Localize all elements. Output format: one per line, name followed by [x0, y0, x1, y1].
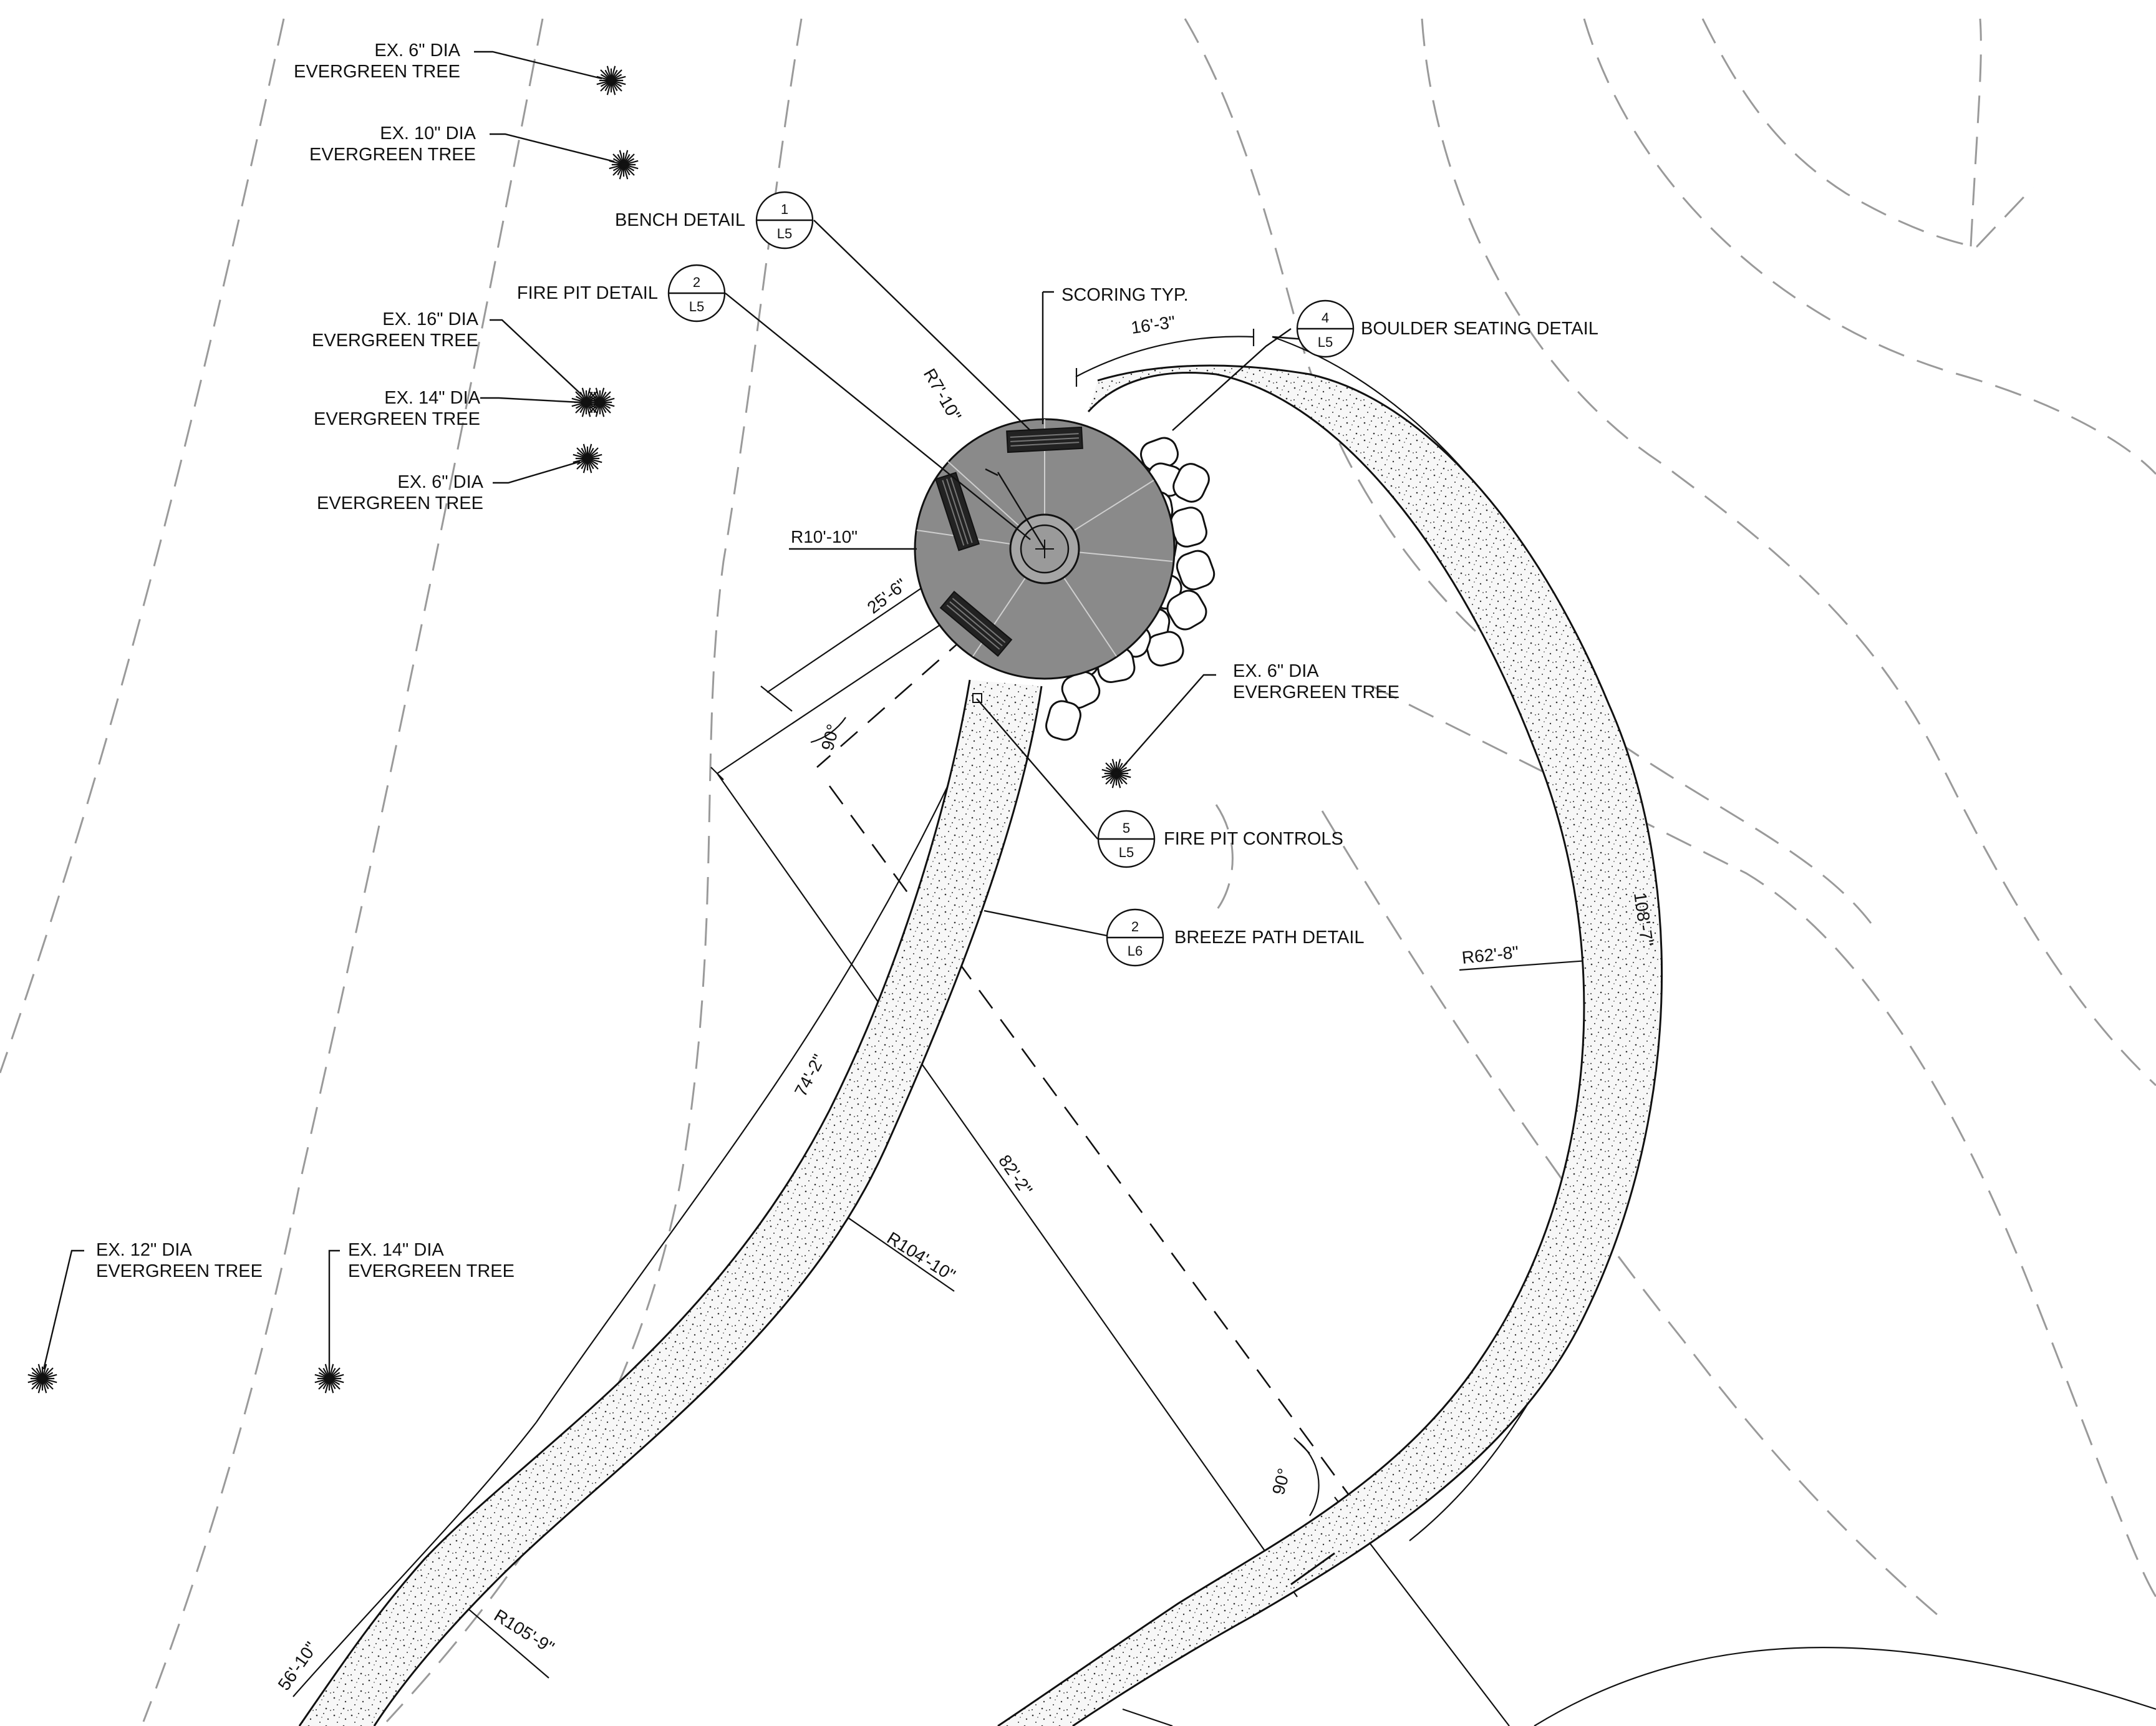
callout-breeze-path-detail: 2 L6 BREEZE PATH DETAIL [1106, 908, 1365, 967]
dim-arc-top: 16'-3" [1130, 312, 1177, 337]
dimension-lines [292, 329, 2156, 1726]
callout-fire-pit-detail: FIRE PIT DETAIL 2 L5 [517, 264, 726, 322]
fire-pit-patio [789, 418, 1176, 703]
callout-sheet: L5 [777, 226, 792, 241]
tree-label-line1: EX. 6" DIA [1233, 661, 1319, 681]
callout-sheet: L5 [689, 299, 704, 314]
dim-radius-patio: R10'-10" [791, 527, 858, 546]
tree-label-line2: EVERGREEN TREE [294, 62, 460, 82]
callout-boulder-seating-detail: 4 L5 BOULDER SEATING DETAIL [1296, 299, 1598, 358]
tree-symbol [1101, 759, 1131, 788]
callout-label: FIRE PIT DETAIL [517, 283, 658, 303]
callout-number: 4 [1322, 310, 1329, 326]
tree-label-line1: EX. 16" DIA [382, 309, 478, 329]
callout-label: BREEZE PATH DETAIL [1174, 928, 1365, 948]
dim-angle-top: 90° [818, 722, 843, 753]
callout-sheet: L5 [1318, 334, 1333, 350]
callout-number: 5 [1123, 820, 1130, 836]
tree-symbol [573, 444, 602, 473]
dim-radius-left-outer: R104'-10" [884, 1228, 959, 1285]
tree-label-line1: EX. 10" DIA [380, 124, 476, 143]
tree-symbol [585, 387, 615, 417]
callout-fire-pit-controls: 5 L5 FIRE PIT CONTROLS [1097, 810, 1343, 868]
tree-symbol [609, 150, 639, 180]
callout-sheet: L6 [1128, 943, 1143, 959]
tree-symbol [596, 65, 626, 95]
tree-label-line2: EVERGREEN TREE [309, 145, 476, 165]
tree-label-line2: EVERGREEN TREE [96, 1261, 263, 1281]
tree-label-line2: EVERGREEN TREE [1233, 682, 1399, 702]
dim-radius-left-inner: R105'-9" [491, 1606, 558, 1657]
tree-label-line2: EVERGREEN TREE [312, 331, 478, 351]
dim-angle-bottom: 90° [1269, 1467, 1294, 1497]
tree-leaders [42, 51, 1216, 1370]
tree-label-line2: EVERGREEN TREE [348, 1261, 515, 1281]
existing-contours [0, 18, 2156, 1723]
callout-number: 2 [1131, 919, 1139, 934]
callout-sheet: L5 [1119, 845, 1134, 860]
fire-pit-controls-box [972, 693, 982, 703]
tree-label-line2: EVERGREEN TREE [314, 409, 480, 429]
dim-arc-bottom-left: 56'-10" [274, 1638, 321, 1694]
callout-bench-detail: BENCH DETAIL 1 L5 [615, 191, 814, 250]
tree-label-line1: EX. 6" DIA [397, 472, 483, 492]
bench-top [1006, 426, 1083, 453]
dim-radius-right: R62'-8" [1461, 943, 1519, 967]
callout-label: FIRE PIT CONTROLS [1164, 829, 1343, 849]
tree-labels: EX. 6" DIA EVERGREEN TREE EX. 10" DIA EV… [96, 41, 1399, 1281]
tree-label-line2: EVERGREEN TREE [317, 493, 483, 513]
tree-label-line1: EX. 12" DIA [96, 1240, 192, 1260]
callout-leaders [725, 220, 1313, 937]
dim-diagonal: 82'-2" [995, 1151, 1036, 1199]
breeze-path [298, 364, 1663, 1726]
callout-label: BENCH DETAIL [615, 210, 745, 230]
note-scoring: SCORING TYP. [1061, 285, 1189, 305]
callout-label: BOULDER SEATING DETAIL [1361, 319, 1598, 339]
bench-bottom [939, 591, 1013, 657]
tree-label-line1: EX. 14" DIA [384, 388, 480, 408]
tree-label-line1: EX. 14" DIA [348, 1240, 444, 1260]
bench-left [935, 472, 980, 551]
callout-number: 1 [781, 201, 788, 217]
dim-radius-bench: R7'-10" [920, 366, 965, 425]
dim-arc-left: 74'-2" [791, 1051, 829, 1100]
callout-number: 2 [693, 274, 700, 290]
tree-symbol [314, 1364, 344, 1394]
tree-label-line1: EX. 6" DIA [374, 41, 460, 61]
tree-symbol [27, 1364, 57, 1394]
